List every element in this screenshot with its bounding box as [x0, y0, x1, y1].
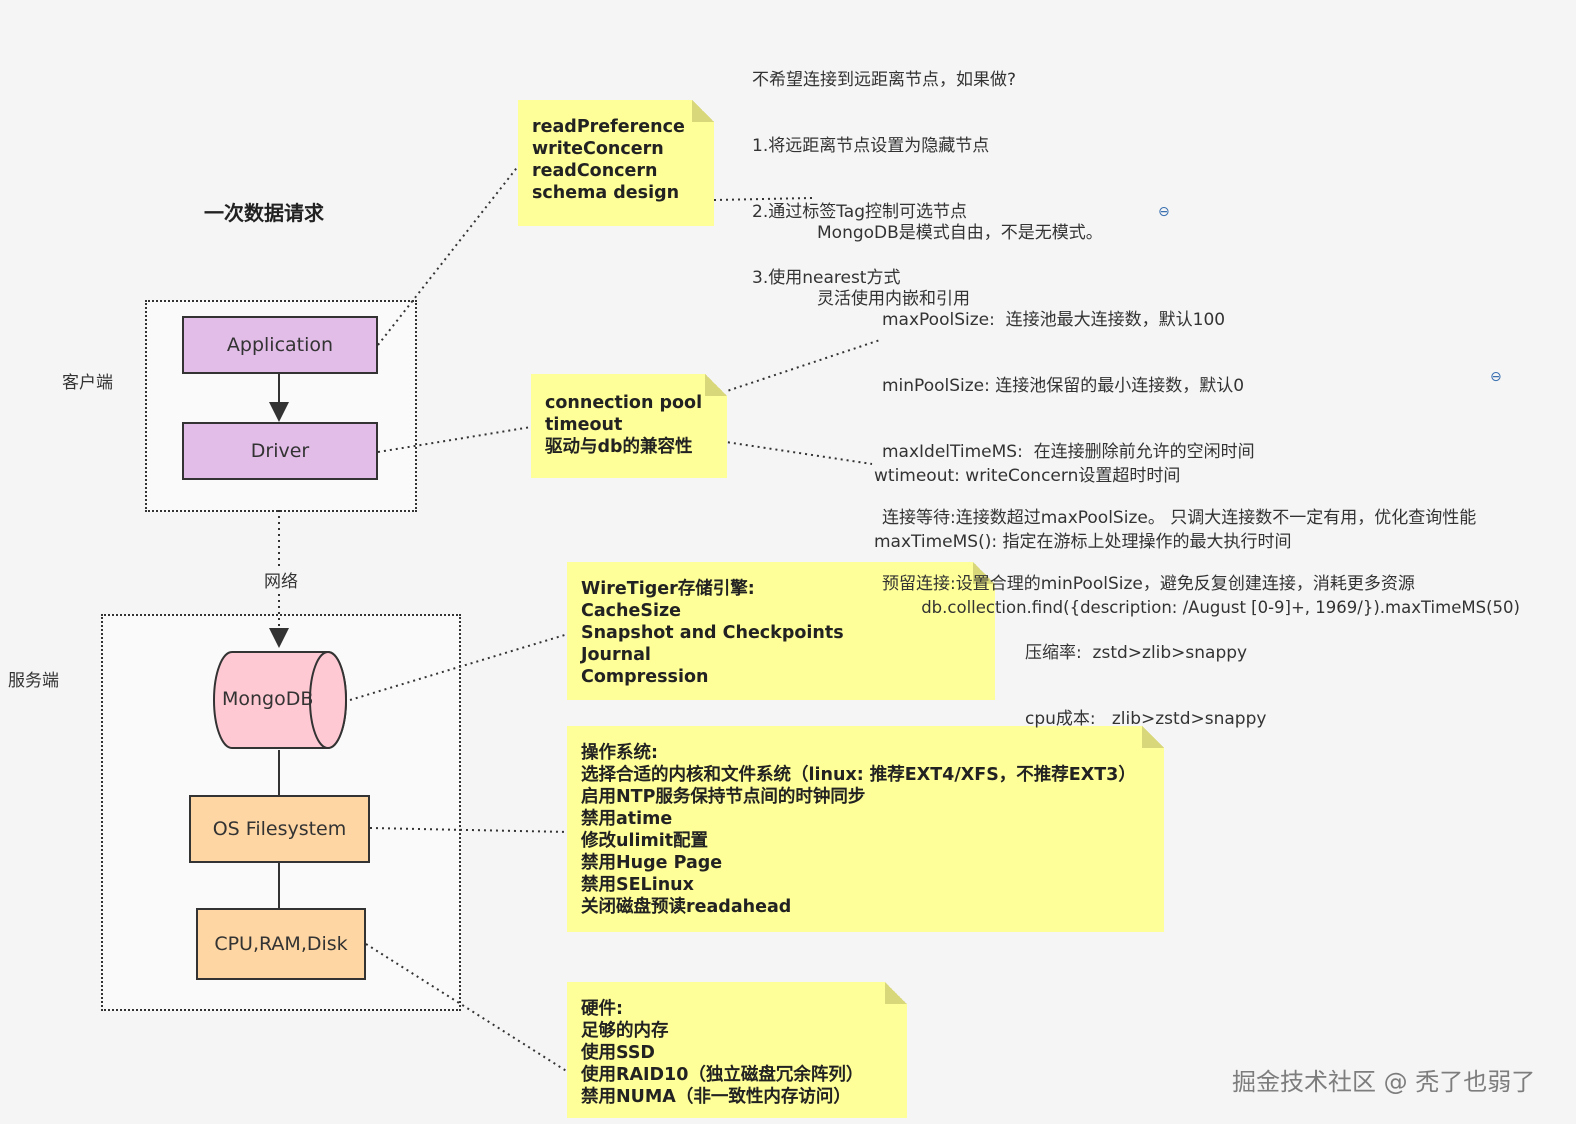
timeout-text-line: db.collection.find({description: /August…	[874, 598, 1520, 617]
network-label: 网络	[262, 567, 300, 592]
os-to-os-note	[369, 827, 569, 833]
storage-note: WireTiger存储引擎: CacheSize Snapshot and Ch…	[567, 562, 995, 700]
server-label: 服务端	[8, 671, 59, 691]
compression-text-line: cpu成本: zlib>zstd>snappy	[1025, 709, 1267, 729]
mongodb-cylinder	[213, 651, 347, 749]
client-label: 客户端	[62, 373, 113, 393]
nearest-text-line: 2.通过标签Tag控制可选节点	[752, 202, 967, 222]
connection-to-timeout-text	[632, 427, 873, 465]
schema-text: MongoDB是模式自由，不是无模式。 灵活使用内嵌和引用	[817, 178, 1103, 332]
design-note-line: writeConcern	[532, 139, 664, 159]
pool-text-line: maxPoolSize: 连接池最大连接数，默认100	[882, 310, 1226, 330]
connection-to-pool-text	[699, 339, 881, 401]
pool-text-line: minPoolSize: 连接池保留的最小连接数，默认0	[882, 376, 1245, 396]
diagram-title: 一次数据请求	[204, 201, 324, 225]
mongodb-node: MongoDB	[222, 688, 314, 710]
driver-to-connection-note	[377, 426, 532, 453]
pool-text: maxPoolSize: 连接池最大连接数，默认100 minPoolSize:…	[882, 265, 1476, 617]
timeout-text: wtimeout: writeConcern设置超时时间 maxTimeMS()…	[874, 421, 1520, 641]
hardware-note-line: 足够的内存	[581, 1021, 669, 1041]
application-node: Application	[182, 316, 378, 374]
timeout-text-line: maxTimeMS(): 指定在游标上处理操作的最大执行时间	[874, 532, 1292, 552]
storage-note-line: WireTiger存储引擎:	[581, 579, 755, 599]
hardware-note-line: 使用RAID10（独立磁盘冗余阵列）	[581, 1065, 864, 1085]
design-note-line: schema design	[532, 183, 680, 203]
driver-node: Driver	[182, 422, 378, 480]
link-icon[interactable]: ⊖	[1158, 204, 1170, 220]
connection-note-line: connection pool	[545, 393, 703, 413]
design-note-line: readPreference	[532, 117, 685, 137]
compression-text: 压缩率: zstd>zlib>snappy cpu成本: zlib>zstd>s…	[1025, 598, 1266, 752]
timeout-text-line: wtimeout: writeConcern设置超时时间	[874, 466, 1181, 486]
os-note-line: 禁用SELinux	[581, 875, 694, 895]
schema-text-line: 灵活使用内嵌和引用	[817, 289, 970, 309]
os-note: 操作系统: 选择合适的内核和文件系统（linux: 推荐EXT4/XFS，不推荐…	[567, 726, 1164, 932]
hardware-node: CPU,RAM,Disk	[196, 908, 366, 980]
os-note-line: 关闭磁盘预读readahead	[581, 897, 792, 917]
nearest-text-line: 3.使用nearest方式	[752, 268, 901, 288]
design-to-schema-text	[713, 197, 813, 201]
os-note-line: 禁用atime	[581, 809, 673, 829]
os-note-line: 操作系统:	[581, 743, 658, 763]
hardware-note-line: 禁用NUMA（非一致性内存访问）	[581, 1087, 851, 1107]
hardware-note-line: 硬件:	[581, 999, 623, 1019]
pool-text-line: 连接等待:连接数超过maxPoolSize。 只调大连接数不一定有用，优化查询性…	[882, 508, 1477, 528]
pool-text-line: maxIdelTimeMS: 在连接删除前允许的空闲时间	[882, 442, 1255, 462]
os-note-line: 禁用Huge Page	[581, 853, 723, 873]
hw-to-hw-note	[365, 943, 569, 1073]
link-icon[interactable]: ⊖	[1490, 369, 1502, 385]
os-note-line: 选择合适的内核和文件系统（linux: 推荐EXT4/XFS，不推荐EXT3）	[581, 765, 1136, 785]
watermark: 掘金技术社区 @ 秃了也弱了	[1232, 1068, 1536, 1096]
connection-note-line: 驱动与db的兼容性	[545, 437, 693, 457]
os-note-line: 修改ulimit配置	[581, 831, 709, 851]
nearest-text: 不希望连接到远距离节点，如果做? 1.将远距离节点设置为隐藏节点 2.通过标签T…	[752, 25, 1016, 311]
compression-text-line: 压缩率: zstd>zlib>snappy	[1025, 643, 1248, 663]
os-filesystem-node: OS Filesystem	[189, 795, 370, 863]
nearest-text-line: 不希望连接到远距离节点，如果做?	[752, 70, 1017, 90]
pool-text-line: 预留连接:设置合理的minPoolSize，避免反复创建连接，消耗更多资源	[882, 574, 1415, 594]
app-to-design-note	[377, 164, 520, 346]
mongodb-to-storage-note	[349, 633, 569, 701]
connection-note-line: timeout	[545, 415, 623, 435]
storage-note-line: Snapshot and Checkpoints	[581, 623, 844, 643]
connection-note: connection pool timeout 驱动与db的兼容性	[531, 374, 727, 478]
design-note: readPreference writeConcern readConcern …	[518, 100, 714, 226]
hardware-note: 硬件: 足够的内存 使用SSD 使用RAID10（独立磁盘冗余阵列） 禁用NUM…	[567, 982, 907, 1118]
storage-note-line: Journal	[581, 645, 651, 665]
os-note-line: 启用NTP服务保持节点间的时钟同步	[581, 787, 866, 807]
design-note-line: readConcern	[532, 161, 658, 181]
hardware-note-line: 使用SSD	[581, 1043, 655, 1063]
nearest-text-line: 1.将远距离节点设置为隐藏节点	[752, 136, 990, 156]
storage-note-line: CacheSize	[581, 601, 682, 621]
schema-text-line: MongoDB是模式自由，不是无模式。	[817, 223, 1103, 243]
storage-note-line: Compression	[581, 667, 709, 687]
